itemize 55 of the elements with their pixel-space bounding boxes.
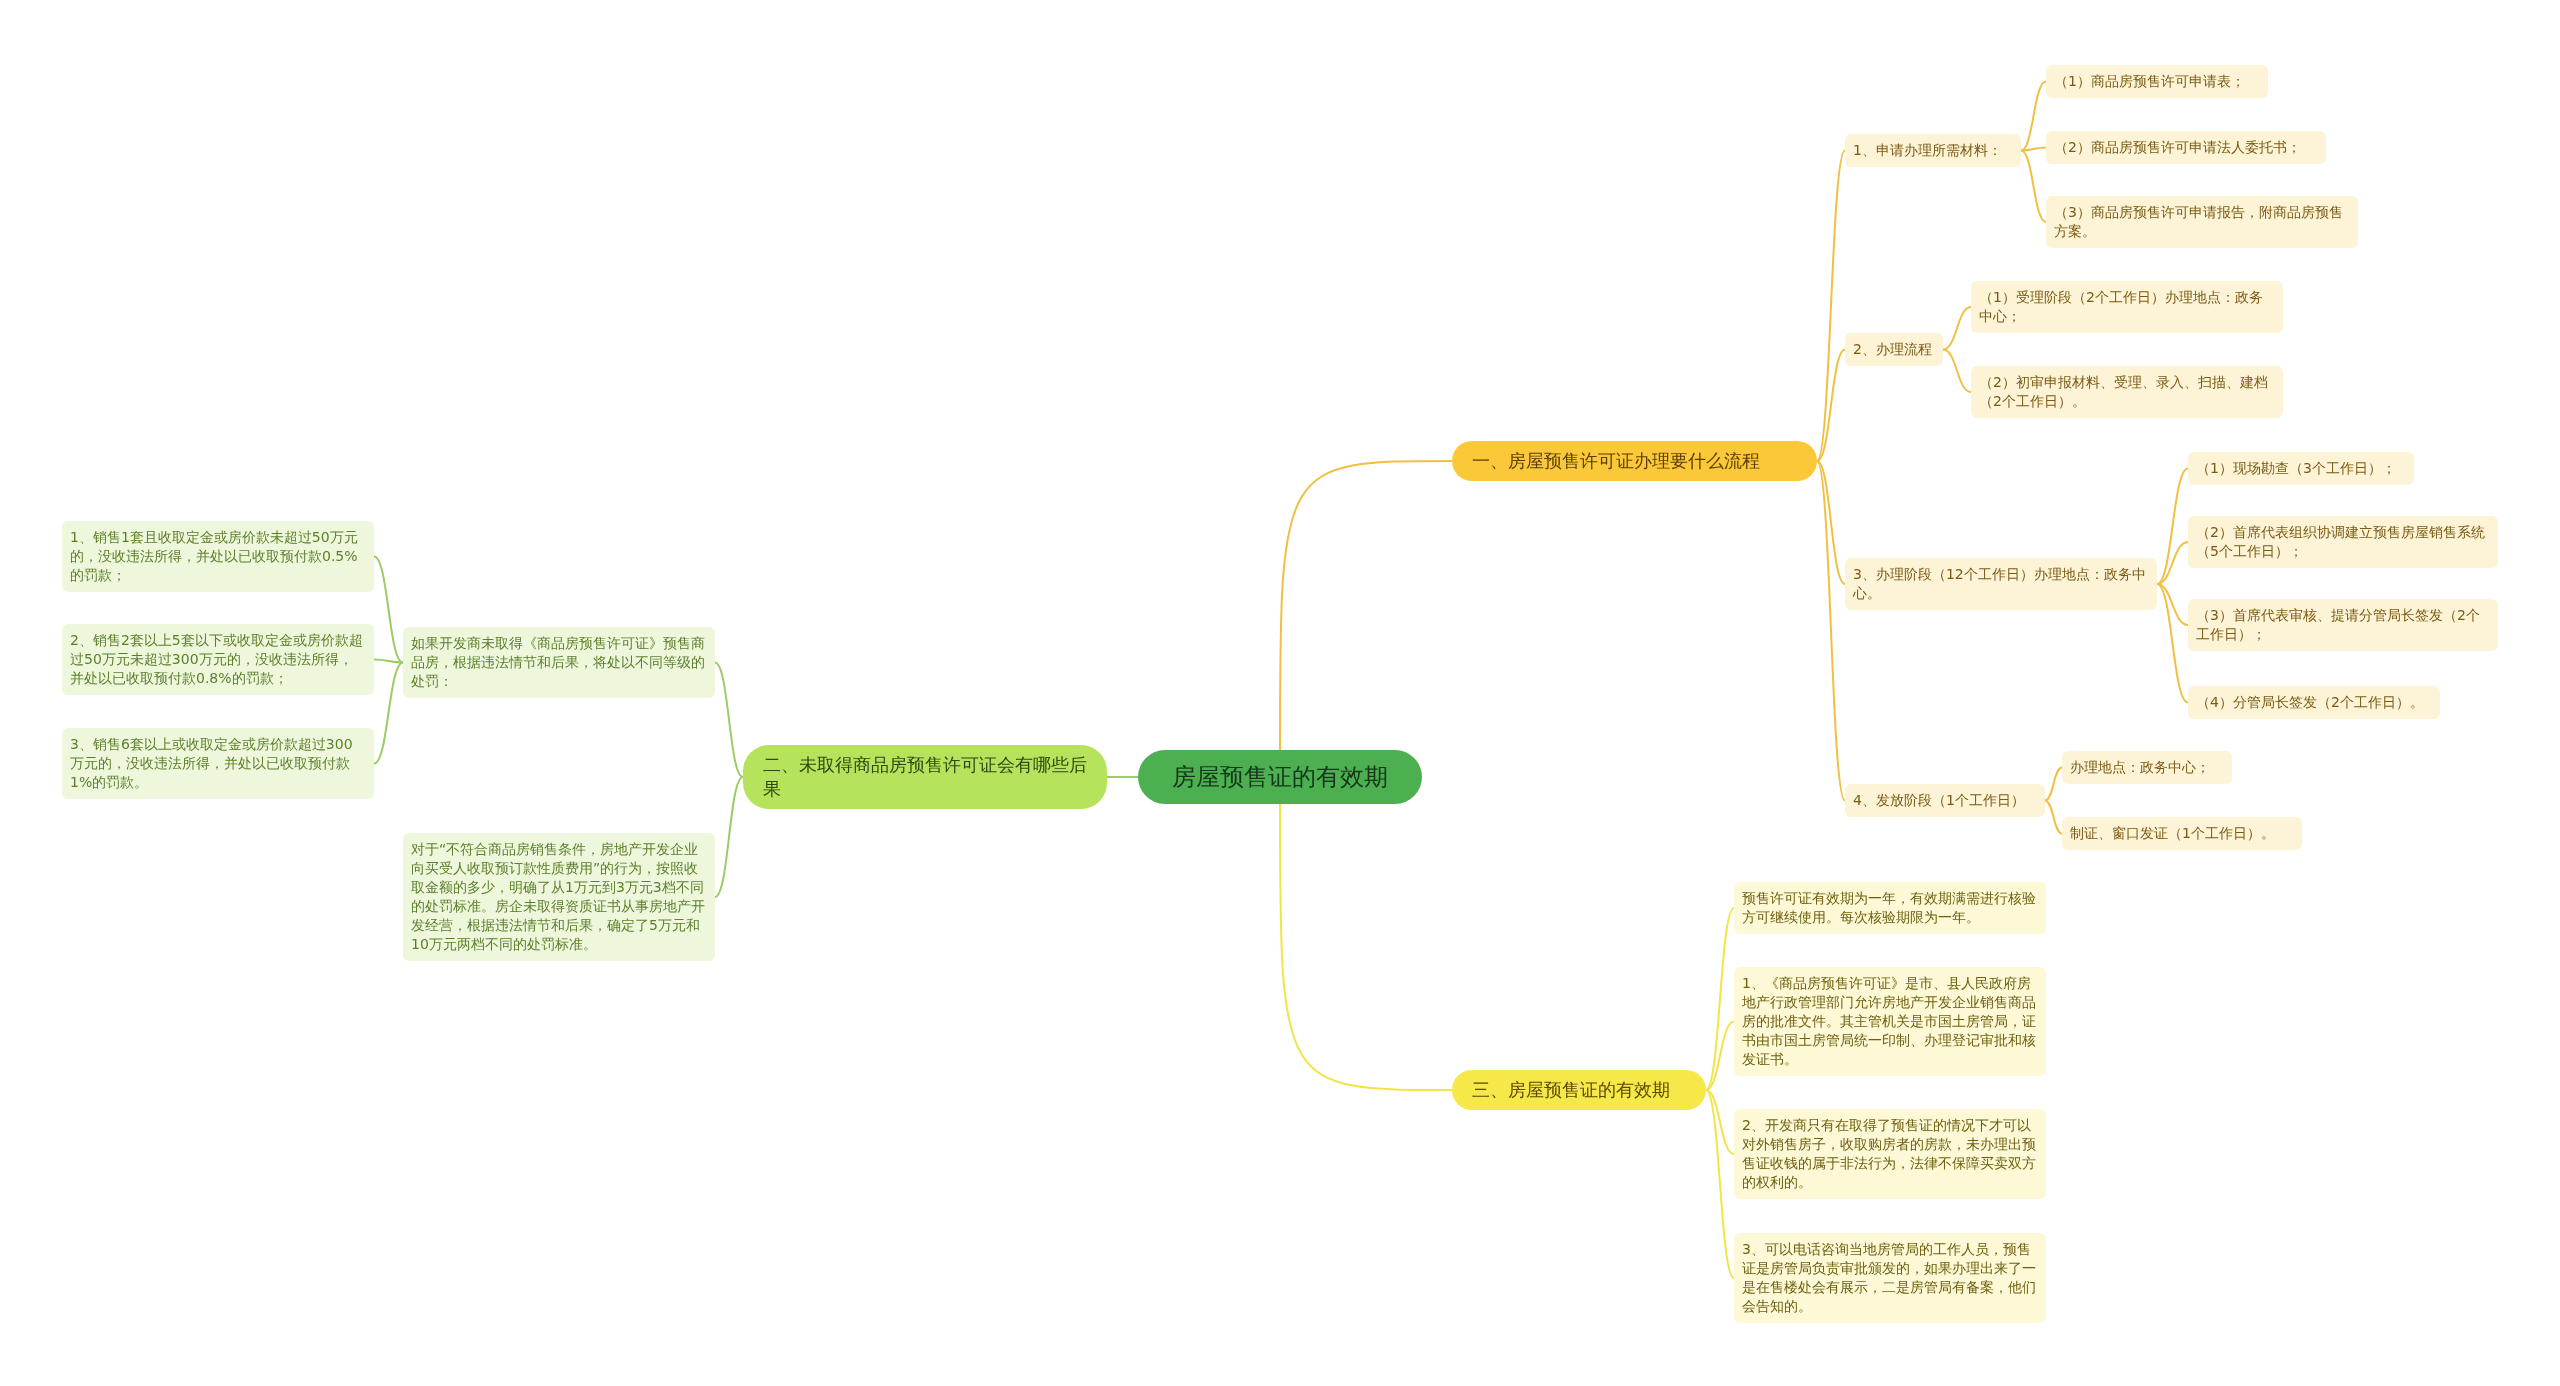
connector-line <box>1816 348 1846 462</box>
central-topic: 房屋预售证的有效期 <box>1138 750 1422 804</box>
subtopic-box: （4）分管局长签发（2个工作日）。 <box>2188 686 2440 719</box>
subtopic-box: （1）现场勘查（3个工作日）； <box>2188 452 2414 485</box>
connector-line <box>714 776 744 898</box>
connector-line <box>1279 803 1453 1091</box>
subtopic-box: 1、申请办理所需材料： <box>1845 134 2021 167</box>
subtopic-box: 预售许可证有效期为一年，有效期满需进行核验方可继续使用。每次核验期限为一年。 <box>1734 882 2046 934</box>
subtopic-box: 3、可以电话咨询当地房管局的工作人员，预售证是房管局负责审批颁发的，如果办理出来了一是在售楼处会有展示，二是房管局有备案，他们会告知的。 <box>1734 1233 2046 1323</box>
connector-line <box>1106 776 1139 778</box>
subtopic-box: 2、开发商只有在取得了预售证的情况下才可以对外销售房子，收取购房者的房款，未办理出预售证收钱的属于非法行为，法律不保障买卖双方的权利的。 <box>1734 1109 2046 1199</box>
subtopic-box: 如果开发商未取得《商品房预售许可证》预售商品房，根据违法情节和后果，将处以不同等级的处罚： <box>403 627 715 698</box>
connector-line <box>2020 146 2047 152</box>
connector-line <box>373 658 404 664</box>
subtopic-box: 制证、窗口发证（1个工作日）。 <box>2062 817 2302 850</box>
subtopic-box: 1、销售1套且收取定金或房价款未超过50万元的，没收违法所得，并处以已收取预付款0.5%的罚款； <box>62 521 374 592</box>
main-topic: 三、房屋预售证的有效期 <box>1452 1070 1706 1110</box>
connector-line <box>1705 1020 1735 1091</box>
connector-line <box>373 661 404 765</box>
connector-line <box>1942 306 1972 351</box>
subtopic-box: （3）商品房预售许可申请报告，附商品房预售方案。 <box>2046 196 2358 248</box>
connector-line <box>1816 149 1846 462</box>
main-topic: 二、未取得商品房预售许可证会有哪些后果 <box>743 745 1107 809</box>
subtopic-box: （1）商品房预售许可申请表； <box>2046 65 2268 98</box>
subtopic-box: 3、销售6套以上或收取定金或房价款超过300万元的，没收违法所得，并处以已收取预付款1%的罚款。 <box>62 728 374 799</box>
connector-line <box>2156 583 2189 626</box>
subtopic-box: （1）受理阶段（2个工作日）办理地点：政务中心； <box>1971 281 2283 333</box>
subtopic-box: （2）首席代表组织协调建立预售房屋销售系统（5个工作日）； <box>2188 516 2498 568</box>
connector-line <box>2156 541 2189 585</box>
connector-line <box>1705 1089 1735 1279</box>
connector-line <box>1279 460 1453 751</box>
subtopic-box: 3、办理阶段（12个工作日）办理地点：政务中心。 <box>1845 558 2157 610</box>
subtopic-box: 办理地点：政务中心； <box>2062 751 2232 784</box>
connector-line <box>714 661 744 778</box>
main-topic: 一、房屋预售许可证办理要什么流程 <box>1452 441 1817 481</box>
connector-line <box>2020 149 2047 223</box>
subtopic-box: 对于“不符合商品房销售条件，房地产开发企业向买受人收取预订款性质费用”的行为，按照收取金额的多少，明确了从1万元到3万元3档不同的处罚标准。房企未取得资质证书从事房地产开发经营，根据违法情节和后果，确定了5万元和10万元两档不同的处罚标准。 <box>403 833 715 961</box>
connector-line <box>2044 766 2063 802</box>
connector-line <box>1816 460 1846 585</box>
connector-line <box>373 555 404 664</box>
connector-line <box>1705 1089 1735 1155</box>
connector-line <box>1705 907 1735 1091</box>
connector-line <box>2156 583 2189 704</box>
subtopic-box: 4、发放阶段（1个工作日） <box>1845 784 2045 817</box>
subtopic-box: （2）商品房预售许可申请法人委托书； <box>2046 131 2326 164</box>
subtopic-box: （3）首席代表审核、提请分管局长签发（2个工作日）； <box>2188 599 2498 651</box>
connector-line <box>1942 348 1972 393</box>
connector-line <box>2020 80 2047 152</box>
connector-line <box>2156 467 2189 585</box>
subtopic-box: 2、办理流程 <box>1845 333 1943 366</box>
subtopic-box: 2、销售2套以上5套以下或收取定金或房价款超过50万元未超过300万元的，没收违法所得，并处以已收取预付款0.8%的罚款； <box>62 624 374 695</box>
connector-line <box>1816 460 1846 802</box>
connector-line <box>2044 799 2063 835</box>
subtopic-box: 1、《商品房预售许可证》是市、县人民政府房地产行政管理部门允许房地产开发企业销售商品房的批准文件。其主管机关是市国土房管局，证书由市国土房管局统一印制、办理登记审批和核发证书。 <box>1734 967 2046 1076</box>
subtopic-box: （2）初审申报材料、受理、录入、扫描、建档（2个工作日）。 <box>1971 366 2283 418</box>
